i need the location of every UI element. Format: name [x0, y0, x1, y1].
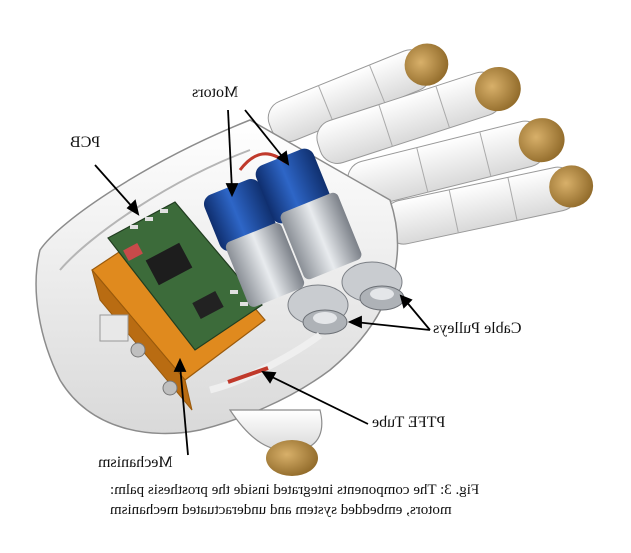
cable-pulleys: [302, 285, 405, 335]
connector-block: [99, 314, 129, 342]
label-ptfe-tube: PTFE Tube: [372, 414, 446, 431]
label-pcb: PCB: [70, 134, 101, 151]
finger-middle: [316, 66, 521, 164]
label-mechanism: Mechanism: [98, 454, 173, 471]
label-motors: Motors: [192, 84, 239, 101]
caption-line-2: motors, embedded system and underactuate…: [110, 502, 452, 518]
screw-1: [130, 342, 146, 358]
figure-caption: Fig. 3: The components integrated inside…: [110, 480, 630, 520]
fingers: [267, 43, 594, 245]
finger-ring: [347, 118, 565, 208]
leader-lines: [94, 109, 431, 456]
screw-2: [162, 380, 178, 396]
motor-left: [203, 178, 349, 326]
label-cable-pulleys: Cable Pulleys: [433, 320, 522, 337]
thumb-tip: [266, 440, 318, 476]
pcb-board: [107, 201, 263, 351]
ptfe-tube-red: [227, 366, 269, 384]
finger-little: [383, 165, 594, 245]
caption-line-1: Fig. 3: The components integrated inside…: [110, 482, 480, 498]
ptfe-tube: [209, 332, 323, 394]
